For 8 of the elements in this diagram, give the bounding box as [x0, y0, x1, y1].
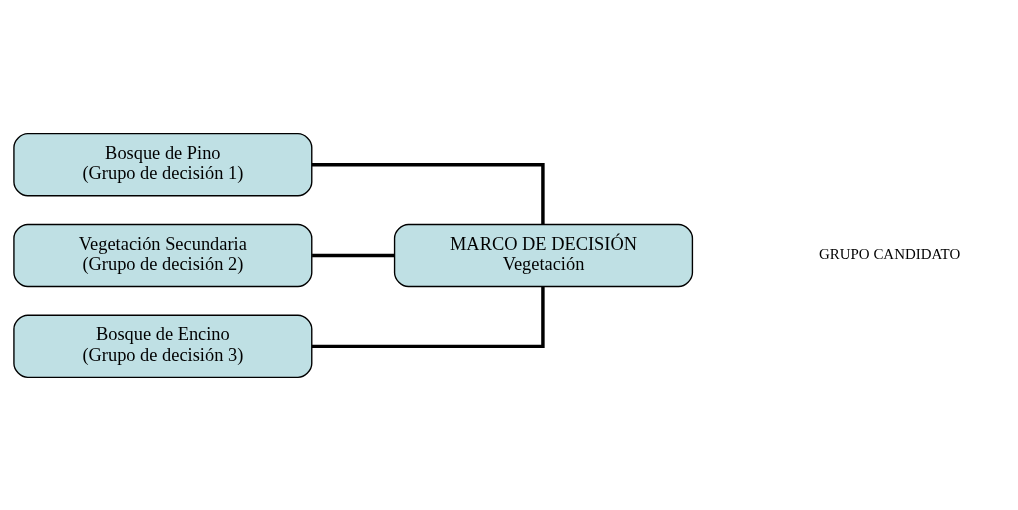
- node-box: MARCO DE DECISIÓN Vegetación: [393, 223, 694, 287]
- node-box: Vegetación Secundaria (Grupo de decisión 2): [13, 223, 313, 287]
- node-box: Bosque de Encino (Grupo de decisión 3): [13, 314, 313, 378]
- node-box: Bosque de Pino (Grupo de decisión 1): [13, 132, 313, 196]
- connector: [312, 253, 395, 257]
- connector: [311, 162, 545, 224]
- label: GRUPO CANDIDATO: [819, 245, 961, 262]
- connector: [311, 286, 545, 348]
